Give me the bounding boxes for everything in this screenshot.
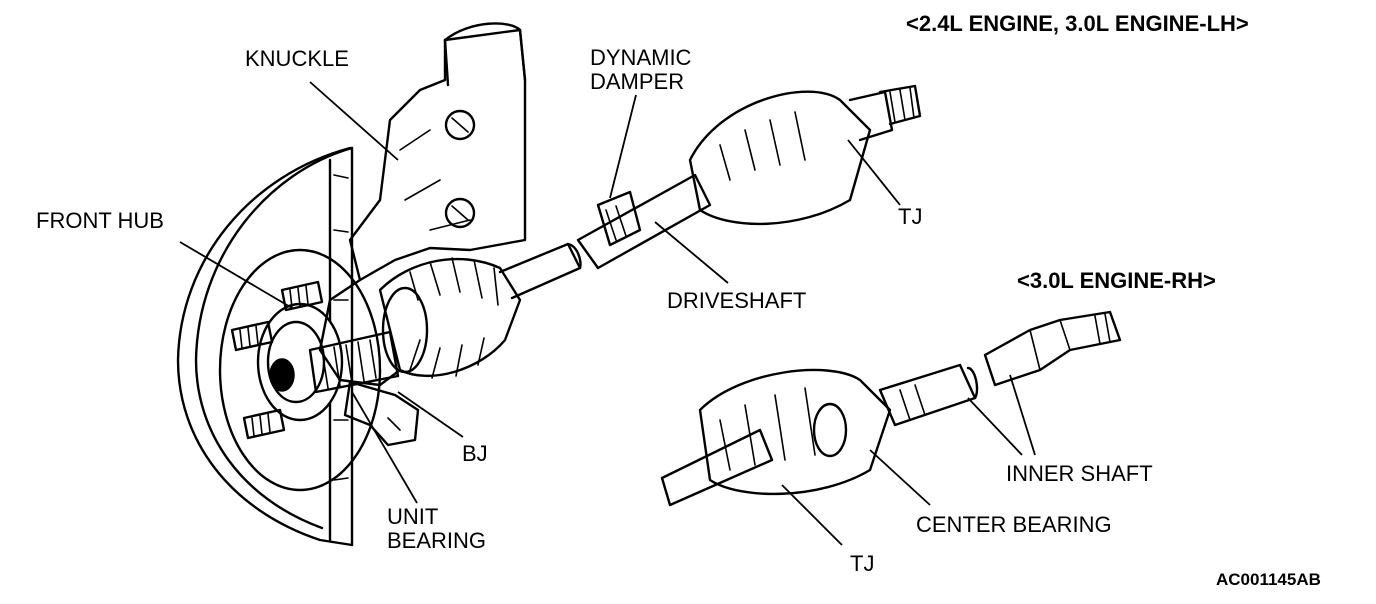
- label-dynamic-damper-line2: DAMPER: [590, 69, 685, 94]
- figure-code: AC001145AB: [1216, 570, 1321, 589]
- label-unit-bearing-line1: UNIT: [387, 504, 439, 529]
- label-knuckle: KNUCKLE: [245, 46, 349, 71]
- label-bj: BJ: [462, 441, 488, 466]
- left-shaft: [498, 242, 582, 300]
- upper-driveshaft: [576, 84, 922, 270]
- bj-leader: [397, 391, 464, 438]
- label-unit-bearing: UNIT BEARING: [387, 505, 486, 553]
- inner-shaft-leader-b: [967, 397, 1023, 456]
- driveshaft-leader: [654, 221, 729, 284]
- dynamic-damper-leader: [609, 94, 637, 199]
- knuckle-leader: [309, 81, 399, 161]
- heading-right-assembly: <3.0L ENGINE-RH>: [1017, 268, 1216, 293]
- unit-bearing-leader: [351, 391, 418, 504]
- inner-shaft-leader-a: [1009, 374, 1036, 456]
- label-front-hub: FRONT HUB: [36, 208, 164, 233]
- label-tj-lower: TJ: [850, 551, 875, 576]
- center-bearing-leader: [869, 449, 931, 506]
- front-hub-leader: [179, 241, 293, 309]
- label-unit-bearing-line2: BEARING: [387, 528, 487, 553]
- tj-upper-leader: [847, 139, 901, 206]
- label-center-bearing: CENTER BEARING: [916, 512, 1112, 537]
- tj-lower-leader: [781, 484, 843, 546]
- bj-boot: [378, 257, 522, 379]
- label-dynamic-damper-line1: DYNAMIC: [590, 45, 692, 70]
- heading-left-assembly: <2.4L ENGINE, 3.0L ENGINE-LH>: [906, 11, 1249, 36]
- bj-shaft-stub: [308, 330, 400, 394]
- label-inner-shaft: INNER SHAFT: [1006, 461, 1153, 486]
- label-driveshaft: DRIVESHAFT: [667, 288, 807, 313]
- lower-driveshaft: [660, 310, 1122, 507]
- label-dynamic-damper: DYNAMIC DAMPER: [590, 46, 691, 94]
- knuckle-body: [318, 22, 527, 387]
- unit-bearing-bracket: [343, 380, 420, 447]
- label-tj-upper: TJ: [898, 204, 923, 229]
